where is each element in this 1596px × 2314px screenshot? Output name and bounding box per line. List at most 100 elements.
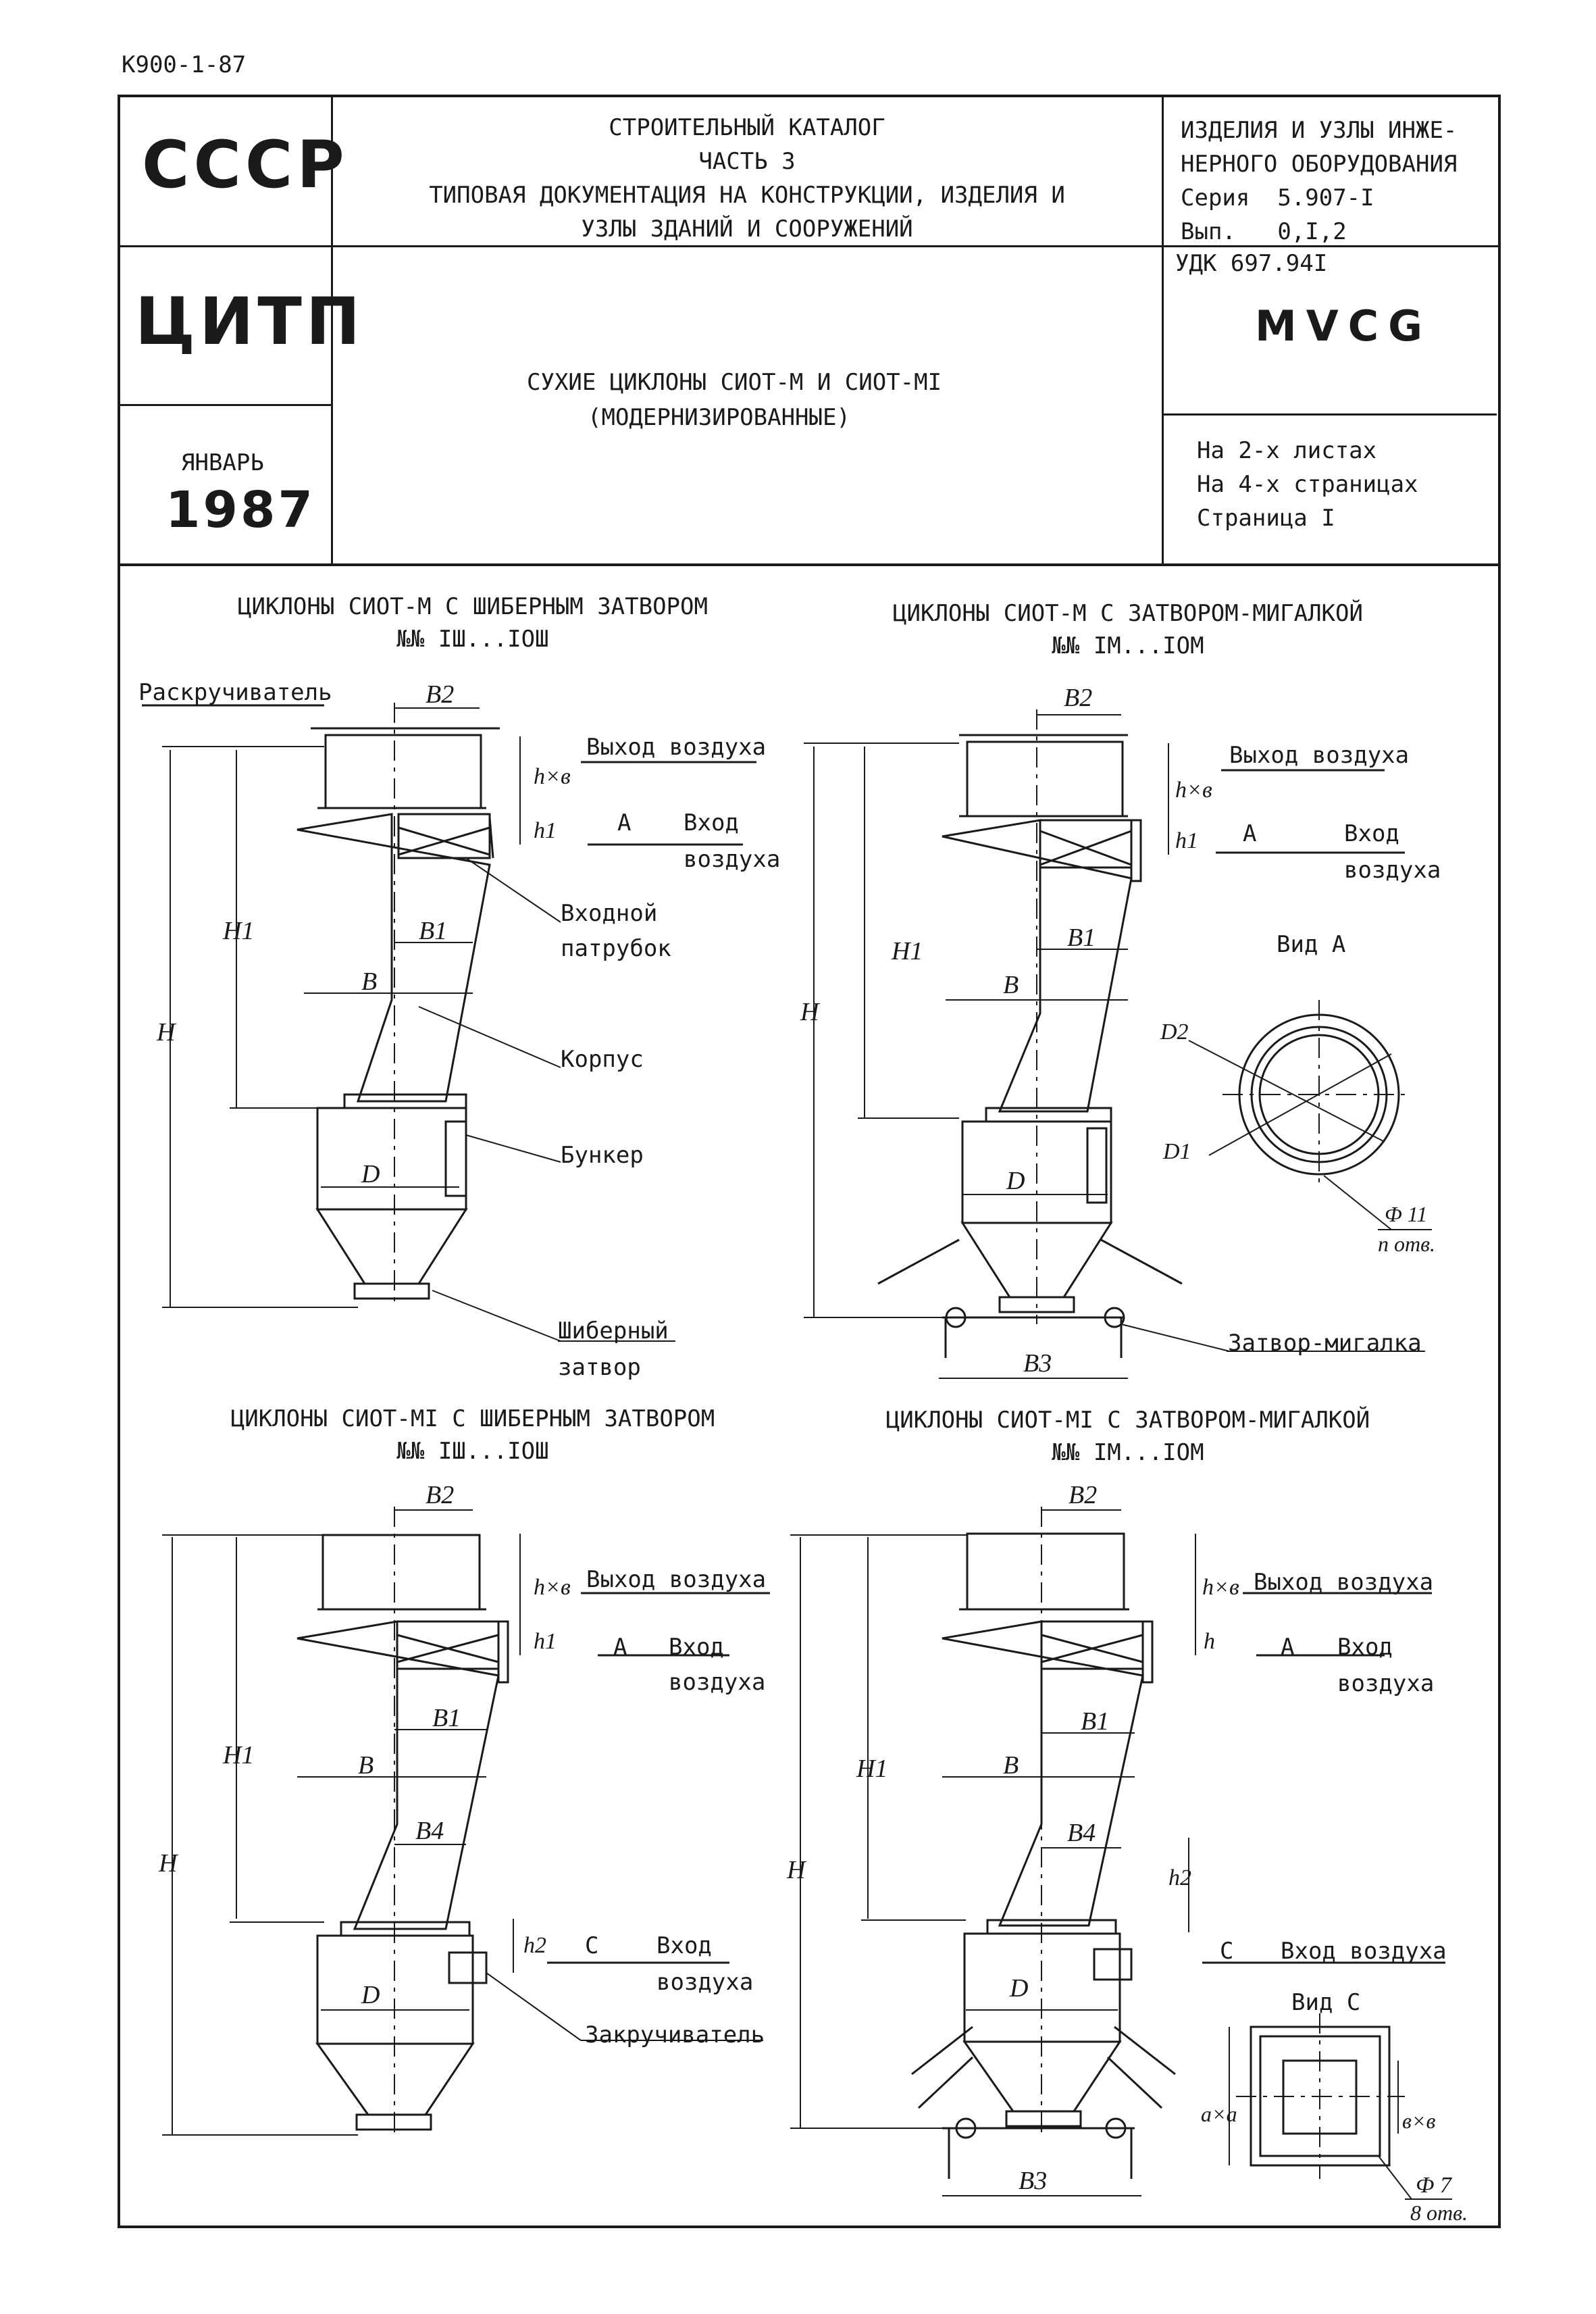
sheet-frame [118, 95, 1501, 2228]
drawing-4-numbers: №№ IМ...IОМ [1052, 1439, 1204, 1466]
d4-dim-B4: B4 [1067, 1819, 1096, 1847]
d2-dim-H: H [800, 998, 821, 1026]
header-mid-line [118, 245, 1498, 247]
drawing-1-title-text: ЦИКЛОНЫ СИОТ-М С ШИБЕРНЫМ ЗАТВОРОМ [238, 593, 708, 620]
sheets-line-2: На 4-х страницах [1197, 471, 1418, 498]
d2-dim-H1: H1 [891, 937, 923, 965]
flap-gate-label: Затвор-мигалка [1228, 1330, 1422, 1357]
catalog-line-3: ТИПОВАЯ ДОКУМЕНТАЦИЯ НА КОНСТРУКЦИИ, ИЗД… [429, 182, 1065, 209]
drawing-2-title: ЦИКЛОНЫ СИОТ-М С ЗАТВОРОМ-МИГАЛКОЙ №№ IМ… [824, 600, 1432, 659]
d3-dim-H1: H1 [222, 1741, 254, 1769]
d4-untwister-box [966, 1532, 1125, 1611]
d2-air-out: Выход воздуха [1229, 742, 1410, 769]
sheets-line-3: Страница I [1197, 505, 1335, 532]
drawing-4-title: ЦИКЛОНЫ СИОТ-МI С ЗАТВОРОМ-МИГАЛКОЙ №№ I… [824, 1407, 1432, 1466]
series-value: 5.907-I [1277, 184, 1374, 211]
drawing-4-title-text: ЦИКЛОНЫ СИОТ-МI С ЗАТВОРОМ-МИГАЛКОЙ [885, 1407, 1370, 1434]
d4-dim-hxb: h×в [1202, 1575, 1239, 1600]
d1-dim-h1: h1 [534, 818, 557, 843]
d3-untwister-box [321, 1534, 481, 1611]
d3-air-in-2: воздуха [669, 1669, 766, 1696]
catalog-line-1: СТРОИТЕЛЬНЫЙ КАТАЛОГ [609, 114, 885, 141]
d1-marker-a: А [617, 809, 632, 836]
header-col1-line [331, 95, 333, 565]
d4-dim-B: B [1003, 1751, 1019, 1780]
d1-untwister-box [324, 734, 482, 809]
drawing-4-cyclone: H1 H B1 B B4 B2 D B3 h×в h h2 a×a в×в Ф … [786, 1481, 1468, 2225]
drawing-3-title-text: ЦИКЛОНЫ СИОТ-МI С ШИБЕРНЫМ ЗАТВОРОМ [230, 1405, 715, 1432]
drawing-3-title: ЦИКЛОНЫ СИОТ-МI С ШИБЕРНЫМ ЗАТВОРОМ №№ I… [169, 1405, 777, 1465]
d4-dim-H: H [786, 1856, 807, 1884]
title-block: СУХИЕ ЦИКЛОНЫ СИОТ-М И СИОТ-МI (МОДЕРНИЗ… [527, 365, 942, 435]
drawing-2-cyclone: H1 H B1 B B2 D B3 h×в h1 D2 D1 Ф 11 n от… [800, 684, 1435, 1379]
series-row: Серия 5.907-I [1181, 181, 1457, 215]
d2-dim-B3: B3 [1023, 1349, 1052, 1378]
d2-untwister-box [966, 740, 1124, 818]
drawing-3-cyclone: H1 H B1 B B4 B2 D h×в h1 h2 [158, 1481, 770, 2136]
issue-label: Вып. [1181, 218, 1236, 245]
body-label: Корпус [561, 1046, 644, 1073]
slide-gate-label-1: Шиберный [558, 1317, 669, 1344]
inlet-label-1: Входной [561, 900, 658, 927]
title-line-1: СУХИЕ ЦИКЛОНЫ СИОТ-М И СИОТ-МI [527, 369, 942, 396]
d3-dim-D: D [361, 1981, 380, 2009]
d2-dim-B1: B1 [1067, 924, 1096, 952]
d4-dim-h: h [1204, 1629, 1215, 1654]
left-sep-line [118, 404, 332, 406]
year-label: 1987 [165, 481, 315, 539]
catalog-block: СТРОИТЕЛЬНЫЙ КАТАЛОГ ЧАСТЬ 3 ТИПОВАЯ ДОК… [332, 111, 1162, 246]
month-label: ЯНВАРЬ [181, 449, 264, 476]
view-a-dim-D2: D2 [1160, 1020, 1189, 1045]
d3-dim-h2: h2 [523, 1933, 546, 1958]
drawing-2-title-text: ЦИКЛОНЫ СИОТ-М С ЗАТВОРОМ-МИГАЛКОЙ [893, 600, 1363, 627]
d3-cyclone-body [297, 1620, 500, 1930]
d1-air-in-1: Вход [684, 809, 739, 836]
d2-dim-h1: h1 [1175, 828, 1198, 853]
d3-air-in-c-2: воздуха [657, 1969, 754, 1996]
d2-air-in-1: Вход [1344, 820, 1399, 847]
d1-air-out: Выход воздуха [586, 734, 767, 761]
view-c-label: Вид С [1291, 1989, 1361, 2016]
d4-dim-B1: B1 [1081, 1707, 1109, 1736]
d2-dim-D: D [1006, 1167, 1025, 1195]
drawing-1-cyclone: H1 H B1 B B2 D h×в h1 [142, 680, 756, 1342]
d4-air-in-2: воздуха [1337, 1670, 1435, 1697]
d4-air-in-c: Вход воздуха [1281, 1938, 1447, 1965]
drawing-2-numbers: №№ IМ...IОМ [1052, 632, 1204, 659]
category-line-2: НЕРНОГО ОБОРУДОВАНИЯ [1181, 151, 1458, 178]
d4-marker-a: А [1281, 1634, 1295, 1661]
d4-dim-h2: h2 [1168, 1865, 1191, 1890]
d3-air-out: Выход воздуха [586, 1566, 767, 1593]
d1-cyclone-body [297, 813, 491, 1103]
drawing-1-title: ЦИКЛОНЫ СИОТ-М С ШИБЕРНЫМ ЗАТВОРОМ №№ IШ… [169, 593, 777, 653]
catalog-line-2: ЧАСТЬ 3 [698, 148, 796, 175]
issue-value: 0,I,2 [1277, 218, 1347, 245]
catalog-line-4: УЗЛЫ ЗДАНИЙ И СООРУЖЕНИЙ [581, 216, 913, 243]
category-block: ИЗДЕЛИЯ И УЗЛЫ ИНЖЕ- НЕРНОГО ОБОРУДОВАНИ… [1181, 114, 1457, 249]
series-label: Серия [1181, 184, 1250, 211]
title-line-2: (МОДЕРНИЗИРОВАННЫЕ) [588, 404, 850, 431]
category-line-1: ИЗДЕЛИЯ И УЗЛЫ ИНЖЕ- [1181, 117, 1458, 144]
header-col2-line [1162, 95, 1164, 565]
d4-air-out: Выход воздуха [1254, 1569, 1434, 1596]
d3-dim-B1: B1 [432, 1704, 461, 1732]
udk-label: УДК 697.94I [1175, 250, 1328, 277]
untwister-label: Раскручиватель [138, 679, 332, 706]
d3-dim-B2: B2 [426, 1481, 454, 1509]
d3-air-in-c-1: Вход [657, 1932, 712, 1959]
d1-dim-B1: B1 [419, 917, 447, 945]
d3-dim-hxb: h×в [534, 1575, 571, 1600]
d1-dim-B: B [361, 967, 377, 996]
d1-bunker [316, 1107, 467, 1211]
d3-dim-h1: h1 [534, 1629, 557, 1654]
d1-dim-D: D [361, 1160, 380, 1188]
d4-dim-B3: B3 [1019, 2167, 1047, 2195]
d4-dim-D: D [1009, 1974, 1028, 2003]
d1-dim-hxb: h×в [534, 764, 571, 789]
view-c-dim-bxb: в×в [1402, 2109, 1435, 2133]
drawing-3-numbers: №№ IШ...IОШ [396, 1438, 549, 1465]
code-label: MVCG [1255, 301, 1433, 351]
view-a-dim-D1: D1 [1162, 1139, 1191, 1164]
sheets-block: На 2-х листах На 4-х страницах Страница … [1197, 434, 1418, 535]
country-label: СССР [142, 127, 349, 203]
